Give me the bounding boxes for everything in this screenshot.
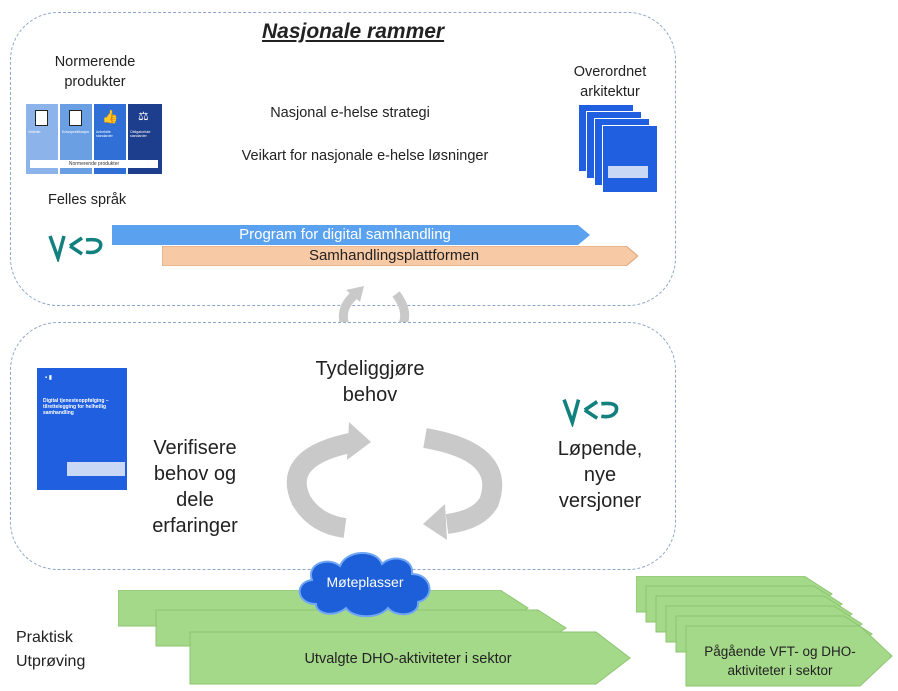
panel-title: Nasjonale rammer [262, 20, 445, 43]
normative-strip-card-label: Obligatoriske standarder [130, 130, 151, 138]
program-arrow-label: Program for digital samhandling [239, 226, 451, 243]
checklist-icon [69, 110, 82, 126]
normative-strip-card-label: Veileder [28, 130, 41, 134]
report-cover: ▪ ▮ Digital tjenesteoppfølging – tilrett… [37, 368, 127, 490]
normative-products-label: Normerende produkter [54, 54, 136, 90]
continuous-versions-label: Løpende, nye versjoner [557, 438, 643, 512]
program-arrow: Program for digital samhandling [112, 225, 590, 245]
report-logo-icon: ▪ ▮ [45, 375, 53, 381]
normative-strip-footer: Normerende produkter [30, 160, 158, 168]
meeting-places-cloud: Møteplasser [288, 546, 442, 618]
common-language-label: Felles språk [48, 192, 127, 208]
vkp-logo [562, 395, 622, 429]
selected-activities-stack: Utvalgte DHO-aktiviteter i sektor [118, 590, 638, 688]
platform-arrow-label: Samhandlingsplattformen [308, 247, 480, 264]
meeting-places-label: Møteplasser [326, 574, 404, 590]
report-cover-title: Digital tjenesteoppfølging – tilretteleg… [43, 398, 109, 416]
cycle-arrows [275, 420, 515, 540]
normative-strip-card-label: Anbefalte standarder [96, 130, 113, 138]
thumbs-up-icon: 👍 [102, 109, 119, 124]
selected-activities-label: Utvalgte DHO-aktiviteter i sektor [304, 651, 512, 667]
architecture-document-stack [578, 104, 658, 194]
normative-strip-card-label: Kravspesifikasjon [62, 130, 90, 134]
normative-products-strip: 👍 ⚖ Veileder Kravspesifikasjon Anbefalte… [26, 104, 162, 174]
overall-architecture-label: Overordnet arkitektur [573, 64, 647, 100]
clarify-needs-label: Tydeliggjøre behov [315, 358, 425, 406]
gavel-icon: ⚖ [138, 109, 149, 123]
vkp-logo [48, 232, 106, 264]
roadmap-text: Veikart for nasjonale e-helse løsninger [241, 148, 489, 164]
practical-testing-label: Praktisk Utprøving [16, 629, 86, 670]
ongoing-activities-label: Pågående VFT- og DHO- aktiviteter i sekt… [704, 644, 856, 678]
platform-arrow: Samhandlingsplattformen [162, 246, 638, 266]
ongoing-activities-stack: Pågående VFT- og DHO- aktiviteter i sekt… [636, 576, 894, 688]
national-strategy-text: Nasjonal e-helse strategi [270, 105, 430, 121]
report-cover-image [67, 462, 125, 476]
document-icon [35, 110, 48, 126]
verify-share-label: Verifisere behov og dele erfaringer [152, 437, 238, 537]
